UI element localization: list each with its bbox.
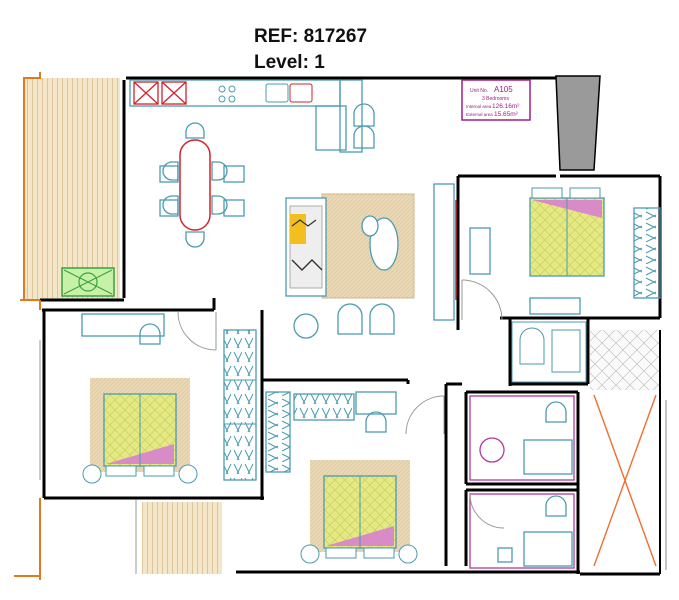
coffee-table (361, 215, 399, 271)
level-label: Level: 1 (254, 52, 325, 73)
bar-stools (353, 103, 375, 149)
left-desk (81, 313, 165, 345)
ensuite (511, 321, 587, 383)
internal-area-label: Internal area (466, 104, 492, 109)
middle-wardrobe (265, 391, 355, 473)
unit-info-card: Unit No. A105 3 Bedrooms Internal area 1… (461, 79, 531, 121)
internal-area-value: 126.16m² (492, 103, 520, 110)
left-wardrobe (223, 329, 257, 481)
right-corridor-terrace (590, 392, 660, 570)
left-bed (82, 378, 198, 484)
bedroom-count: 3 Bedrooms (482, 96, 509, 102)
dining-chairs (159, 122, 245, 248)
external-area-value: 15.65m² (494, 111, 519, 118)
left-terrace (23, 72, 120, 300)
kitchen-counter (129, 79, 363, 153)
hob (218, 85, 236, 103)
bathroom-1 (469, 395, 575, 481)
fridge-units (133, 81, 187, 105)
external-area-label: External area (466, 112, 493, 117)
dining-table (179, 139, 211, 231)
bathroom-2 (469, 493, 575, 569)
master-desk (469, 227, 581, 315)
left-door (177, 311, 217, 351)
master-door (461, 279, 503, 321)
right-exterior-edge (659, 330, 667, 574)
kitchen-sink (265, 83, 313, 103)
living-rug (321, 193, 415, 299)
middle-bed (300, 460, 418, 564)
armchairs (293, 303, 395, 339)
unit-number: A105 (494, 85, 513, 94)
sofa (285, 197, 327, 297)
middle-desk (355, 391, 397, 433)
left-exterior-edge (14, 299, 137, 580)
column-block (555, 75, 601, 171)
tiled-area (590, 330, 660, 390)
unit-number-prefix: Unit No. (470, 88, 488, 94)
reference-number: REF: 817267 (254, 26, 368, 47)
middle-door (405, 395, 445, 435)
master-bed (529, 187, 605, 277)
bathroom-door (469, 493, 505, 529)
bottom-terrace (142, 502, 222, 574)
master-wardrobe (633, 207, 661, 299)
tv-unit (433, 183, 457, 321)
terrace-drain (61, 267, 115, 297)
